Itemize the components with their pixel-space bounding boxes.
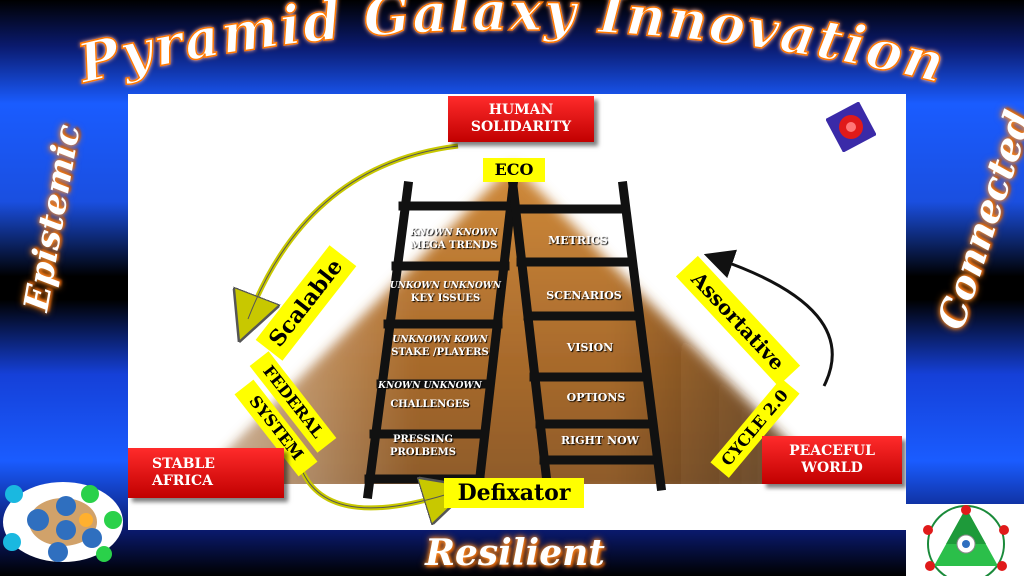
right-rung-4: OPTIONS [566,391,626,404]
tag-peaceful-world: PEACEFUL WORLD [762,436,902,484]
label-eco: ECO [483,158,545,182]
right-rung-5: RIGHT NOW [560,434,640,447]
label-defixator: Defixator [444,478,584,508]
tag-stable-africa: STABLE AFRICA [128,448,284,498]
wheel-logo-icon [906,504,1024,576]
cluster-logo-icon [3,482,123,562]
right-ladder [508,180,667,492]
tag-human-solidarity: HUMAN SOLIDARITY [448,96,594,142]
side-word-bottom: Resilient [425,532,605,574]
arrow-cycle-to-assortative [703,249,834,387]
title-arch: Pyramid Galaxy Innovation [69,0,952,97]
right-rung-3: VISION [566,341,614,354]
right-rung-2: SCENARIOS [546,289,622,302]
page-title: Pyramid Galaxy Innovation [70,0,952,96]
badge-logo-icon [826,102,876,152]
right-rung-1: METRICS [548,234,608,247]
